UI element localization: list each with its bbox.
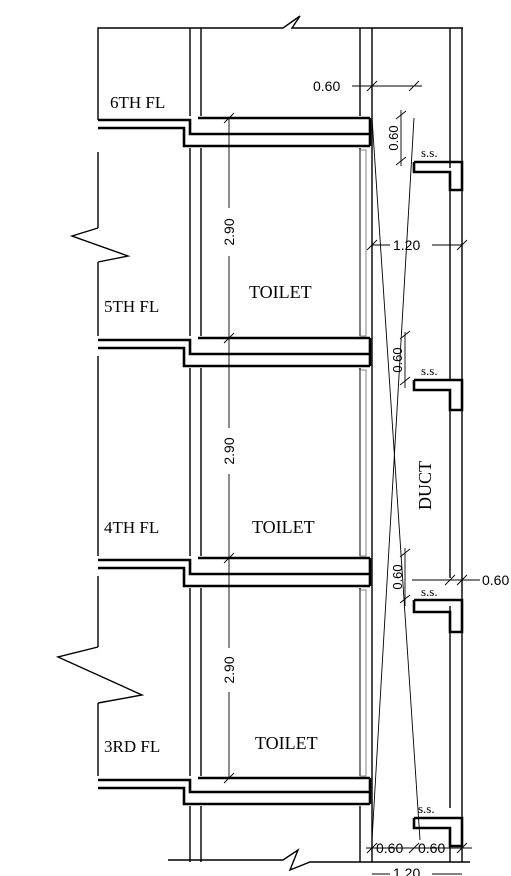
vertical-dimension-label-6th: 0.60 (386, 125, 401, 150)
shaft-label-4th: s.s. (421, 584, 438, 599)
dimension-label-duct-width: 1.20 (393, 237, 420, 253)
window-strips (359, 149, 367, 777)
width-dimension-lines (352, 80, 480, 875)
floor-label-3rd: 3RD FL (104, 737, 160, 756)
floor-height-label-upper: 2.90 (221, 218, 237, 245)
dimension-label-right-offset: 0.60 (482, 572, 509, 588)
height-dimension-lines (223, 112, 235, 784)
duct-label: DUCT (415, 461, 435, 510)
dimension-label-top-offset: 0.60 (313, 78, 340, 94)
floor-height-label-lower: 2.90 (221, 656, 237, 683)
room-label-toilet-5th: TOILET (249, 282, 312, 302)
vertical-dimension-label-4th: 0.60 (390, 564, 405, 589)
floor-label-5th: 5TH FL (104, 297, 159, 316)
dimension-label-bottom-width: 1.20 (393, 865, 420, 876)
dimension-label-bottom-right: 0.60 (418, 840, 445, 856)
dimension-label-bottom-left: 0.60 (376, 840, 403, 856)
outer-wall-outline (55, 15, 470, 872)
vertical-dimension-label-5th: 0.60 (390, 347, 405, 372)
shaft-ledges (412, 160, 464, 848)
vertical-dimension-lines (395, 110, 411, 606)
duct-cross-lines (371, 117, 421, 841)
shaft-label-3rd: s.s. (418, 801, 435, 816)
floor-label-4th: 4TH FL (104, 518, 159, 537)
floor-slabs (98, 116, 372, 806)
room-label-toilet-4th: TOILET (252, 517, 315, 537)
floor-label-6th: 6TH FL (110, 93, 165, 112)
shaft-label-6th: s.s. (421, 145, 438, 160)
room-label-toilet-3rd: TOILET (255, 733, 318, 753)
floor-height-label-middle: 2.90 (221, 437, 237, 464)
shaft-label-5th: s.s. (421, 363, 438, 378)
